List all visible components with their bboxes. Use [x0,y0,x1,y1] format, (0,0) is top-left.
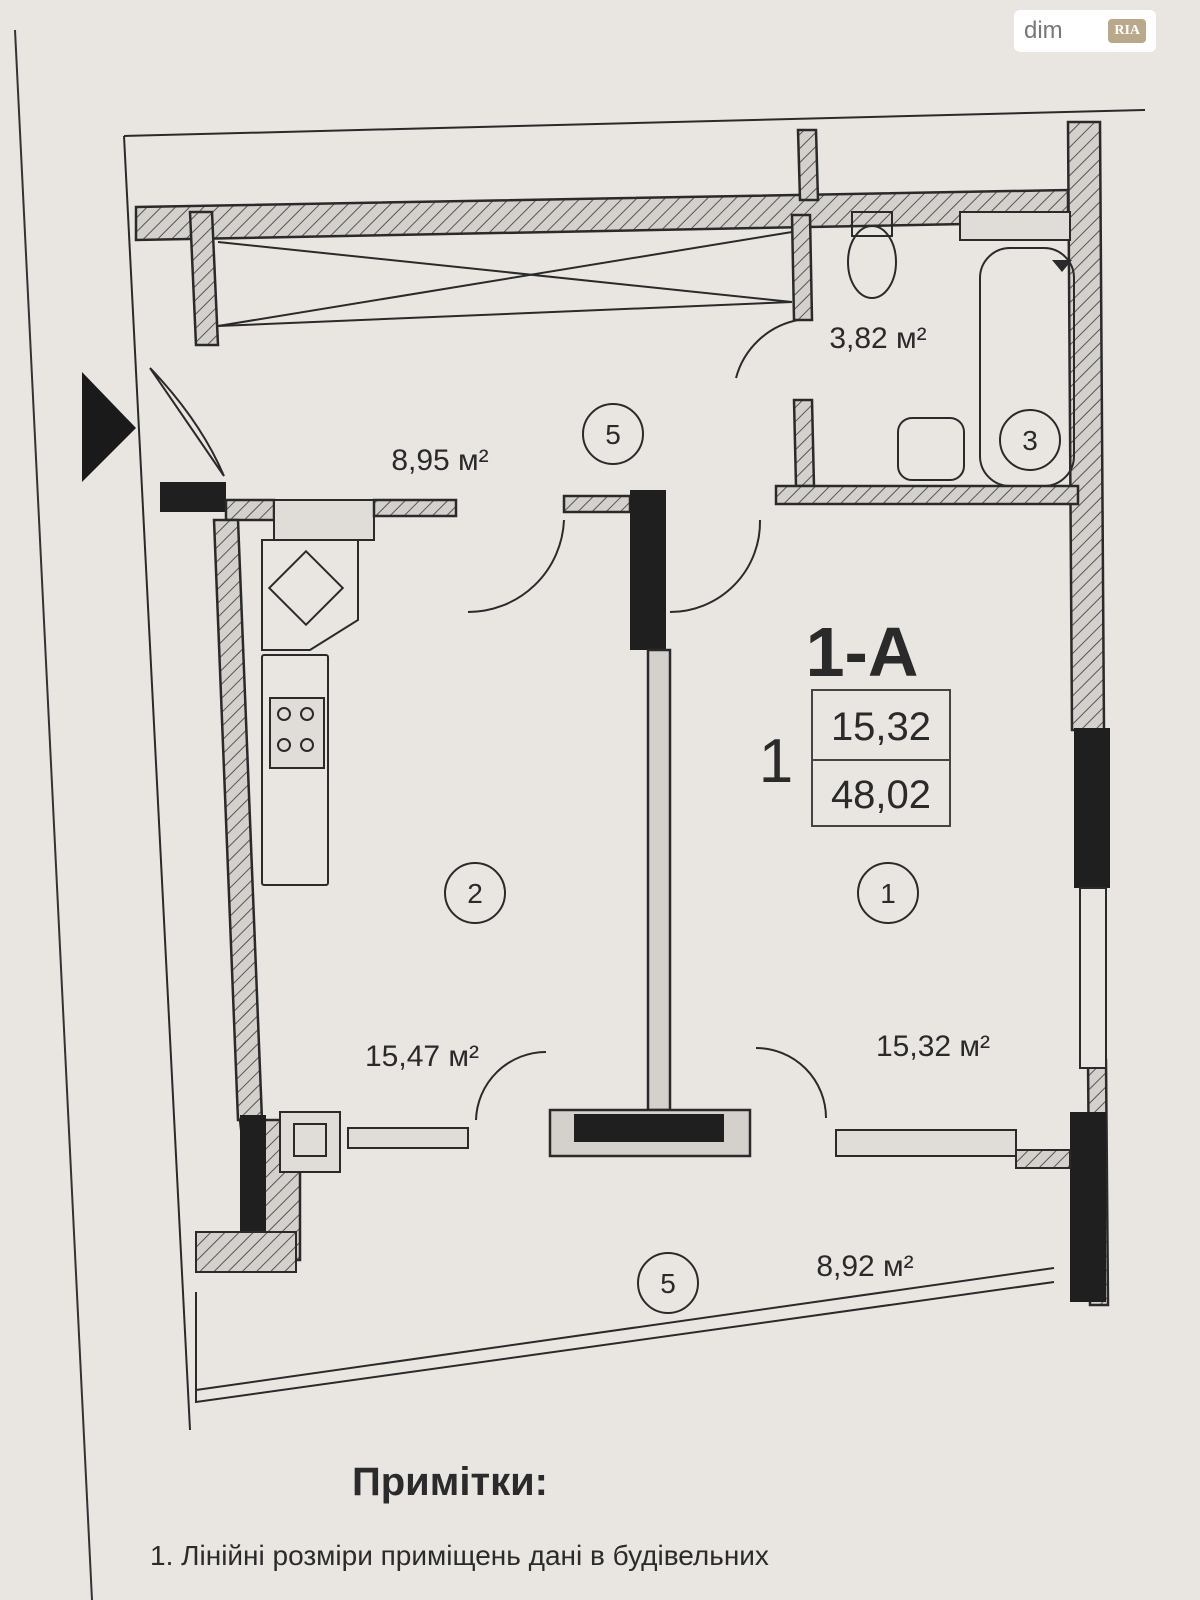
apartment-type: 1-A [806,613,919,691]
total-area: 48,02 [831,773,931,817]
room-4-number: 5 [605,419,621,450]
entrance-door [149,367,225,477]
room-1-area: 15,32 м² [876,1030,990,1063]
central-wall [646,648,672,1112]
balcony-corner [195,1231,297,1273]
room-3-area: 3,82 м² [829,322,926,355]
entrance-arrow-icon [82,372,136,482]
room-5-marker [637,1252,699,1314]
washbasin [897,417,965,481]
burner-1 [277,707,291,721]
closet-diagonal-1 [217,241,793,303]
burner-4 [300,738,314,752]
plan-outline [123,109,1146,137]
partition-wall-left [224,498,276,522]
bottom-wall-center-solid [574,1114,724,1142]
kitchen-counter [261,654,329,886]
right-window-frame [1079,887,1107,1069]
room-2-number: 2 [467,878,483,909]
wall-entry-solid [160,482,226,512]
room-5-number: 5 [660,1268,676,1299]
notes-line-1: 1. Лінійні розміри приміщень дані в буді… [150,1540,769,1571]
bathroom-wall-left-lower [792,398,816,488]
dim-ria-watermark: dim RIA [1014,10,1156,52]
room-1-number: 1 [880,878,896,909]
room-5-area: 8,92 м² [816,1250,913,1283]
total-area-box [811,759,951,827]
partition-wall-mid [372,498,458,518]
door-room1 [669,519,762,613]
room-1-marker [857,862,919,924]
kitchen-vent-block [273,499,375,541]
partition-wall-right [562,494,632,514]
notes-title: Примітки: [352,1460,548,1504]
bathroom-wall-left [790,213,814,322]
door-bathroom [735,319,799,379]
kitchen-vent-box [279,1111,341,1173]
room-4-area: 8,95 м² [391,444,488,477]
living-area: 15,32 [831,705,931,749]
bathroom-bottom-wall [774,484,1080,506]
room-2-marker [444,862,506,924]
room-3-marker [999,409,1061,471]
towel-rail [959,211,1071,241]
window-room1 [1074,728,1110,888]
watermark-site: dim [1024,17,1063,44]
kitchen-sink [267,549,345,627]
balcony-outline [195,1281,1055,1404]
door-balcony-kitchen [475,1051,547,1121]
watermark-brand: RIA [1108,19,1146,43]
wall-stub-top-left [188,210,220,347]
bathtub [979,247,1075,487]
kitchen-vent-inner [293,1123,327,1157]
door-kitchen [467,519,565,614]
kitchen-left-wall [212,518,264,1122]
top-wall [134,188,1070,242]
balcony-rail [195,1267,1055,1391]
room-2-area: 15,47 м² [365,1040,479,1073]
closet-diagonal-2 [217,231,793,327]
burner-2 [300,707,314,721]
wall-stub-top-mid [796,128,820,202]
toilet [847,225,897,299]
toilet-tank [851,211,893,237]
room-window-sill [835,1129,1017,1157]
room-3-number: 3 [1022,425,1038,456]
window-balcony [1070,1112,1106,1302]
vent-icon [1052,260,1072,272]
closet-line [217,301,793,327]
room-4-marker [582,403,644,465]
door-balcony-room [755,1047,827,1119]
burner-3 [277,738,291,752]
bottom-wall-right [1015,1149,1071,1169]
central-wall-solid [630,490,666,650]
page-edge-line [14,29,93,1600]
stove [269,697,325,769]
kitchen-window-sill [347,1127,469,1149]
left-boundary [123,135,191,1431]
kitchen-sink-unit [261,539,359,651]
rooms-count: 1 [759,727,793,796]
